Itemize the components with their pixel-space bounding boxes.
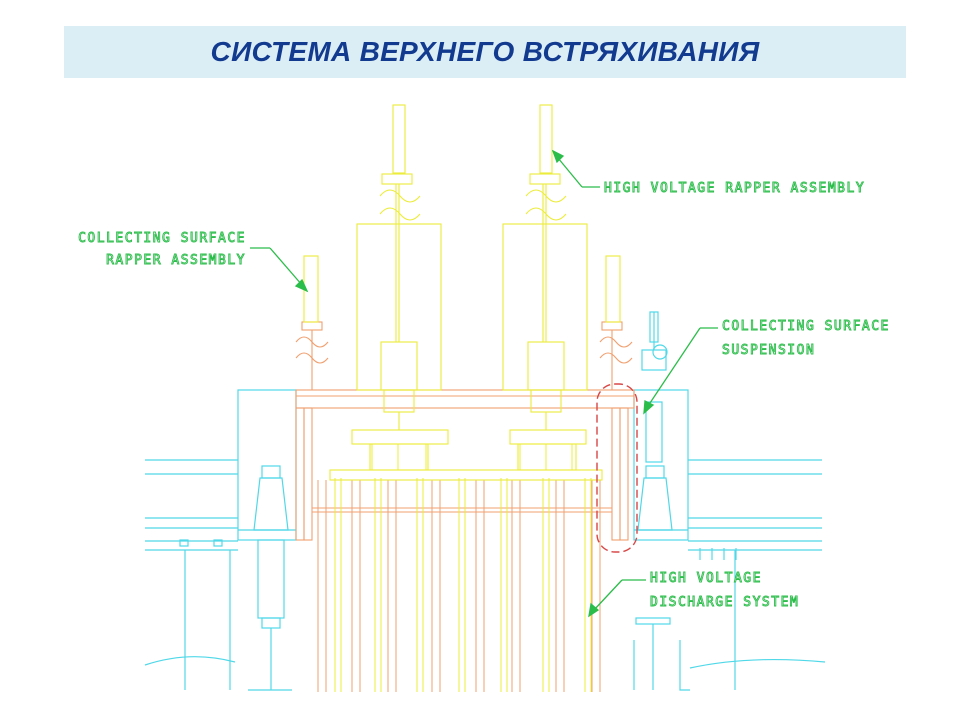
label-cs-rapper-line1: COLLECTING SURFACE [78,231,246,246]
hv-rapper-assemblies [303,104,621,481]
collecting-frame [295,321,635,541]
page-title: СИСТЕМА ВЕРХНЕГО ВСТРЯХИВАНИЯ [210,36,760,67]
label-cs-suspension-line2: SUSPENSION [722,343,815,358]
label-hv-discharge-line2: DISCHARGE SYSTEM [650,595,799,610]
label-hv-discharge-line1: HIGH VOLTAGE [650,571,762,586]
collecting-plates [317,480,601,692]
title-bar: СИСТЕМА ВЕРХНЕГО ВСТРЯХИВАНИЯ [64,26,906,78]
label-cs-suspension-line1: COLLECTING SURFACE [722,319,890,334]
leader-lines [250,149,718,618]
discharge-electrodes [334,444,592,692]
casing-structure [144,311,826,691]
label-cs-rapper-line2: RAPPER ASSEMBLY [106,253,246,268]
suspension-highlight [596,383,638,553]
label-hv-rapper-assembly: HIGH VOLTAGE RAPPER ASSEMBLY [604,181,865,196]
